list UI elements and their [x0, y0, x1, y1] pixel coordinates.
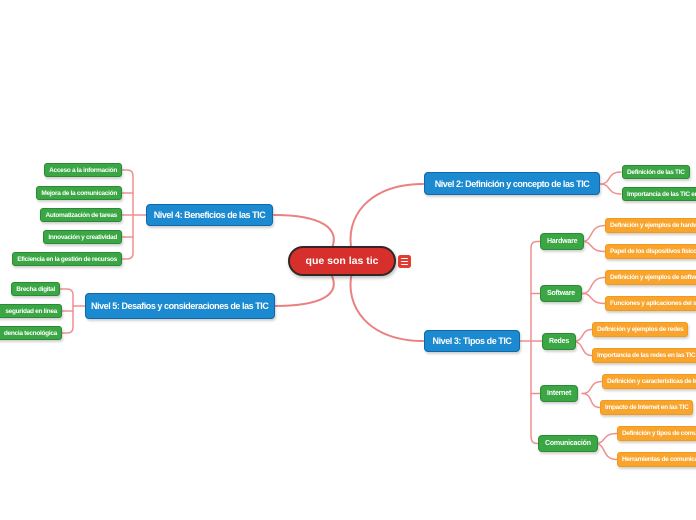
leaf-papel-dispositivos-fisicos[interactable]: Papel de los dispositivos físicos en — [605, 244, 696, 259]
hamburger-menu-icon[interactable] — [398, 255, 411, 268]
topic-nivel5[interactable]: Nivel 5: Desafios y consideraciones de l… — [85, 293, 275, 319]
subtopic-software[interactable]: Software — [540, 285, 582, 302]
subtopic-seguridad-en-linea[interactable]: seguridad en línea — [0, 304, 62, 318]
subtopic-acceso-informacion[interactable]: Acceso a la información — [44, 163, 122, 177]
subtopic-innovacion-creatividad[interactable]: Innovación y creatividad — [43, 230, 122, 244]
topic-nivel4[interactable]: Nivel 4: Beneficios de las TIC — [146, 204, 273, 226]
leaf-importancia-redes-tic[interactable]: Importancia de las redes en las TIC — [592, 348, 696, 363]
leaf-definicion-ejemplos-software[interactable]: Definición y ejemplos de software — [605, 270, 696, 285]
leaf-impacto-internet-tic[interactable]: Impacto de Internet en las TIC — [600, 400, 694, 415]
subtopic-internet[interactable]: Internet — [540, 385, 579, 402]
subtopic-brecha-digital[interactable]: Brecha digital — [11, 282, 60, 296]
leaf-herramientas-comunicacion[interactable]: Herramientas de comunicación — [617, 452, 696, 467]
subtopic-importancia-de-las-tic[interactable]: Importancia de las TIC en — [622, 187, 696, 201]
subtopic-comunicacion[interactable]: Comunicación — [538, 435, 598, 452]
subtopic-eficiencia-gestion-recursos[interactable]: Eficiencia en la gestión de recursos — [12, 252, 122, 266]
topic-nivel2[interactable]: Nivel 2: Definición y concepto de las TI… — [424, 172, 600, 195]
leaf-definicion-ejemplos-redes[interactable]: Definición y ejemplos de redes — [592, 322, 689, 337]
central-topic[interactable]: que son las tic — [288, 246, 396, 276]
subtopic-definicion-de-las-tic[interactable]: Definición de las TIC — [622, 165, 690, 179]
leaf-definicion-ejemplos-hardware[interactable]: Definición y ejemplos de hardware — [605, 218, 696, 233]
leaf-funciones-aplicaciones-software[interactable]: Funciones y aplicaciones del software — [605, 296, 696, 311]
subtopic-redes[interactable]: Redes — [542, 333, 577, 350]
topic-nivel3[interactable]: Nivel 3: Tipos de TIC — [424, 330, 520, 352]
subtopic-automatizacion-tareas[interactable]: Automatización de tareas — [40, 208, 122, 222]
leaf-definicion-caracteristicas-internet[interactable]: Definición y características de Internet — [602, 374, 696, 389]
subtopic-dependencia-tecnologica[interactable]: dencia tecnológica — [0, 326, 62, 340]
subtopic-mejora-comunicacion[interactable]: Mejora de la comunicación — [36, 186, 122, 200]
subtopic-hardware[interactable]: Hardware — [540, 233, 585, 250]
leaf-definicion-tipos-comunicacion[interactable]: Definición y tipos de comunicación — [617, 426, 696, 441]
